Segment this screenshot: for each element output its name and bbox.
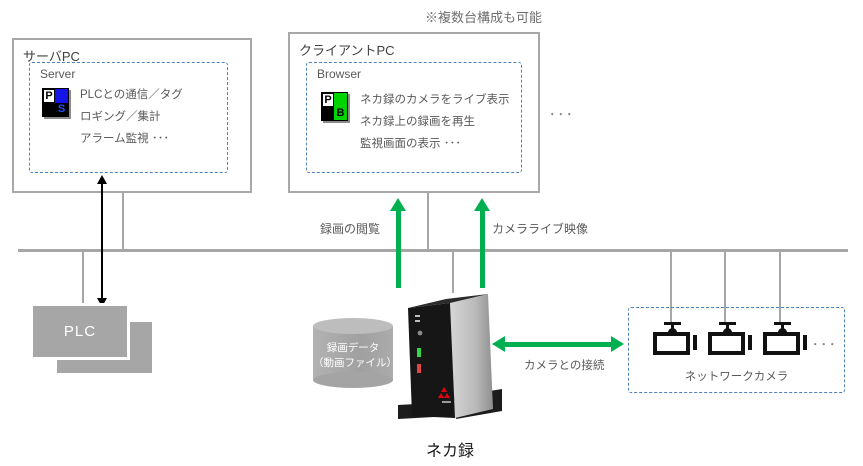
server-pc-title: サーバPC bbox=[23, 49, 80, 64]
recording-data-cylinder: 録画データ （動画ファイル） bbox=[313, 318, 397, 388]
recording-view-arrow bbox=[390, 198, 406, 288]
camera-mount-bar bbox=[664, 322, 681, 325]
network-camera-icon bbox=[653, 322, 697, 355]
recording-view-label: 録画の閲覧 bbox=[320, 222, 381, 236]
browser-feature: ネカ録上の録画を再生 bbox=[360, 116, 475, 128]
camera-mount-stem bbox=[781, 325, 784, 330]
connector-client-to-bus bbox=[427, 193, 429, 250]
arrow-head-up bbox=[390, 198, 406, 211]
recorder-label: ネカ録 bbox=[425, 443, 474, 460]
client-pc-box: クライアントPC Browser P B ネカ録のカメラをライブ表示 ネカ録上の… bbox=[288, 32, 540, 193]
arrow-shaft bbox=[502, 341, 614, 347]
arrow-shaft bbox=[395, 210, 401, 288]
browser-feature: ネカ録のカメラをライブ表示 bbox=[360, 94, 510, 106]
server-icon-letter-s: S bbox=[55, 103, 68, 116]
recording-data-line2: （動画ファイル） bbox=[313, 357, 397, 369]
camera-connection-label: カメラとの接続 bbox=[524, 360, 605, 372]
cylinder-body bbox=[313, 326, 393, 380]
server-icon-black-tile bbox=[43, 103, 55, 116]
browser-app-icon: P B bbox=[321, 92, 348, 121]
network-camera-label: ネットワークカメラ bbox=[684, 371, 789, 383]
network-camera-icon bbox=[708, 322, 752, 355]
cylinder-bottom bbox=[313, 372, 393, 388]
arrow-shaft bbox=[101, 182, 103, 300]
connector-bus-to-camera-3 bbox=[779, 251, 781, 322]
camera-mount-bar bbox=[719, 322, 736, 325]
camera-body bbox=[708, 332, 745, 355]
arrow-head-left bbox=[492, 336, 505, 352]
camera-lens bbox=[693, 335, 697, 350]
more-clients-ellipsis: ･･･ bbox=[549, 107, 575, 122]
browser-icon-letter-b: B bbox=[334, 107, 347, 120]
connector-server-to-bus bbox=[122, 193, 124, 250]
server-icon-blue-tile bbox=[55, 89, 68, 103]
server-module-title: Server bbox=[40, 67, 76, 81]
camera-lens bbox=[748, 335, 752, 350]
recording-data-line1: 録画データ bbox=[326, 342, 380, 354]
server-app-icon: P S bbox=[42, 88, 69, 117]
browser-module-title: Browser bbox=[317, 67, 362, 81]
browser-icon-letter-p: P bbox=[322, 93, 334, 107]
browser-module-box: Browser P B ネカ録のカメラをライブ表示 ネカ録上の録画を再生 監視画… bbox=[306, 62, 522, 173]
arrow-head-up bbox=[474, 198, 490, 211]
network-bus-line bbox=[18, 249, 848, 252]
camera-live-label: カメラライブ映像 bbox=[492, 222, 589, 236]
camera-lens bbox=[803, 335, 807, 350]
camera-live-arrow bbox=[474, 198, 490, 288]
recording-data-label: 録画データ （動画ファイル） bbox=[313, 341, 397, 371]
connector-bus-to-plc bbox=[82, 251, 84, 306]
camera-mount-stem bbox=[726, 325, 729, 330]
client-pc-title: クライアントPC bbox=[299, 43, 395, 58]
server-feature-list: PLCとの通信／タグ ロギング／集計 アラーム監視 ･･･ bbox=[80, 84, 183, 150]
browser-feature-list: ネカ録のカメラをライブ表示 ネカ録上の録画を再生 監視画面の表示 ･･･ bbox=[360, 89, 510, 155]
arrow-shaft bbox=[479, 210, 485, 288]
camera-row bbox=[653, 322, 807, 355]
nekaroku-recorder-image bbox=[398, 294, 502, 419]
browser-feature: 監視画面の表示 ･･･ bbox=[360, 138, 461, 150]
server-feature: PLCとの通信／タグ bbox=[80, 89, 183, 101]
camera-connection-arrow bbox=[492, 335, 624, 353]
cylinder-top bbox=[313, 318, 393, 334]
server-pc-box: サーバPC Server P S PLCとの通信／タグ ロギング／集計 アラーム… bbox=[12, 38, 252, 193]
plc-box: PLC bbox=[33, 306, 127, 357]
camera-body bbox=[763, 332, 800, 355]
browser-icon-black-tile bbox=[322, 107, 334, 120]
connector-bus-to-camera-1 bbox=[670, 251, 672, 322]
server-module-box: Server P S PLCとの通信／タグ ロギング／集計 アラーム監視 ･･･ bbox=[29, 62, 228, 173]
arrow-head-right bbox=[611, 336, 624, 352]
arrow-head-up bbox=[97, 175, 107, 184]
server-feature: ロギング／集計 bbox=[80, 111, 161, 123]
network-camera-group-box: ･･･ ネットワークカメラ bbox=[628, 307, 845, 393]
server-plc-double-arrow bbox=[96, 175, 108, 307]
camera-mount-stem bbox=[671, 325, 674, 330]
network-camera-icon bbox=[763, 322, 807, 355]
multi-unit-note: ※複数台構成も可能 bbox=[425, 10, 543, 25]
connector-bus-to-recorder bbox=[452, 251, 454, 293]
server-icon-letter-p: P bbox=[43, 89, 55, 103]
camera-body bbox=[653, 332, 690, 355]
browser-icon-green-tile bbox=[334, 93, 347, 107]
connector-bus-to-camera-2 bbox=[724, 251, 726, 322]
arrow-head-down bbox=[97, 298, 107, 307]
server-feature: アラーム監視 ･･･ bbox=[80, 133, 170, 145]
camera-mount-bar bbox=[774, 322, 791, 325]
more-cameras-ellipsis: ･･･ bbox=[812, 337, 838, 352]
